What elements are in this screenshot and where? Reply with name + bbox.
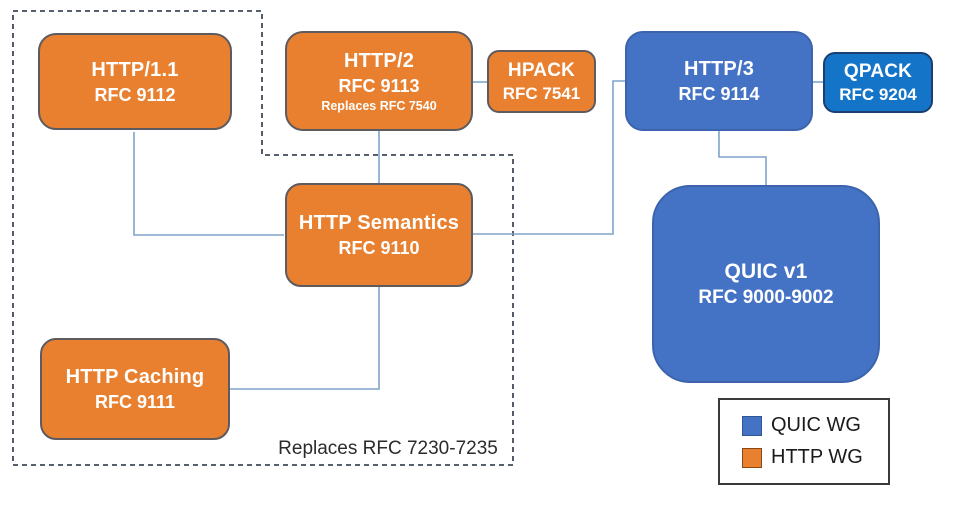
- legend-item-http-wg: HTTP WG: [742, 446, 888, 469]
- node-hpack: HPACK RFC 7541: [487, 50, 596, 113]
- node-http11: HTTP/1.1 RFC 9112: [38, 33, 232, 130]
- node-title: HPACK: [507, 59, 576, 81]
- node-replaces-note: Replaces RFC 7540: [321, 98, 437, 113]
- replaces-group-dashed-border: [12, 10, 514, 466]
- node-title: HTTP/1.1: [91, 58, 179, 81]
- connector-semantics-http3: [473, 80, 625, 235]
- http-wg-swatch-icon: [742, 447, 762, 468]
- node-rfc: RFC 9112: [94, 84, 176, 105]
- node-title: HTTP/3: [683, 58, 755, 80]
- node-http-caching: HTTP Caching RFC 9111: [40, 338, 230, 440]
- node-rfc: RFC 9204: [839, 84, 917, 104]
- node-rfc: RFC 9110: [338, 238, 420, 258]
- connector-semantics-caching: [230, 287, 380, 390]
- connector-http3-quic: [718, 131, 767, 186]
- node-rfc: RFC 9114: [678, 84, 760, 104]
- quic-wg-swatch-icon: [742, 415, 762, 436]
- node-title: HTTP Caching: [65, 366, 205, 388]
- legend-label: HTTP WG: [771, 446, 863, 468]
- node-http-semantics: HTTP Semantics RFC 9110: [285, 183, 473, 287]
- node-qpack: QPACK RFC 9204: [823, 52, 933, 113]
- node-http3: HTTP/3 RFC 9114: [625, 31, 813, 131]
- replaces-group-label: Replaces RFC 7230-7235: [278, 438, 498, 459]
- node-rfc: RFC 9113: [338, 75, 420, 96]
- node-http2: HTTP/2 RFC 9113 Replaces RFC 7540: [285, 31, 473, 131]
- node-title: QPACK: [843, 60, 913, 82]
- legend: QUIC WG HTTP WG: [718, 398, 890, 485]
- node-rfc: RFC 9111: [94, 392, 176, 412]
- node-quic-v1: QUIC v1 RFC 9000-9002: [652, 185, 880, 383]
- node-rfc: RFC 9000-9002: [698, 287, 834, 308]
- legend-label: QUIC WG: [771, 414, 861, 436]
- legend-item-quic-wg: QUIC WG: [742, 414, 888, 437]
- connector-http11-semantics: [133, 132, 284, 236]
- node-title: HTTP/2: [343, 49, 415, 72]
- node-title: HTTP Semantics: [298, 212, 460, 234]
- node-rfc: RFC 7541: [502, 83, 581, 103]
- node-title: QUIC v1: [724, 260, 808, 283]
